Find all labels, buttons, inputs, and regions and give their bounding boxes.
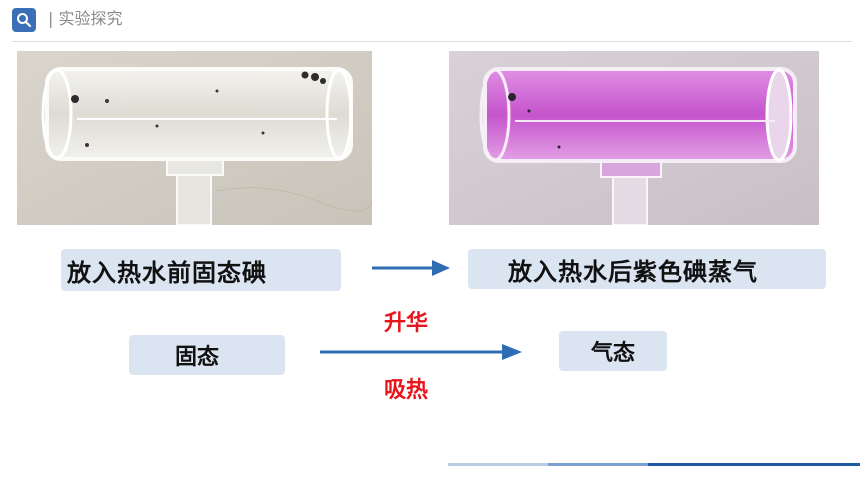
header-divider: [12, 41, 852, 42]
search-icon: [17, 13, 32, 28]
photo-before-heating: [17, 51, 372, 225]
label-gas-state: 气态: [559, 331, 667, 371]
label-absorb-heat: 吸热: [384, 377, 429, 403]
search-button[interactable]: [12, 8, 36, 32]
photo-after-heating: [449, 51, 819, 225]
label-solid-state: 固态: [129, 335, 285, 375]
arrow-right-icon: [372, 260, 450, 276]
label-after-heating: 放入热水后紫色碘蒸气: [468, 249, 826, 289]
page-title: | 实验探究: [48, 9, 123, 28]
decor-bar-dark: [648, 463, 860, 466]
arrow-right-icon: [320, 344, 522, 360]
decor-bar-light: [448, 463, 548, 466]
decor-bar-mid: [548, 463, 648, 466]
header-bar: | 实验探究: [0, 0, 860, 42]
label-before-heating: 放入热水前固态碘: [61, 249, 341, 291]
label-sublimation: 升华: [384, 310, 429, 336]
